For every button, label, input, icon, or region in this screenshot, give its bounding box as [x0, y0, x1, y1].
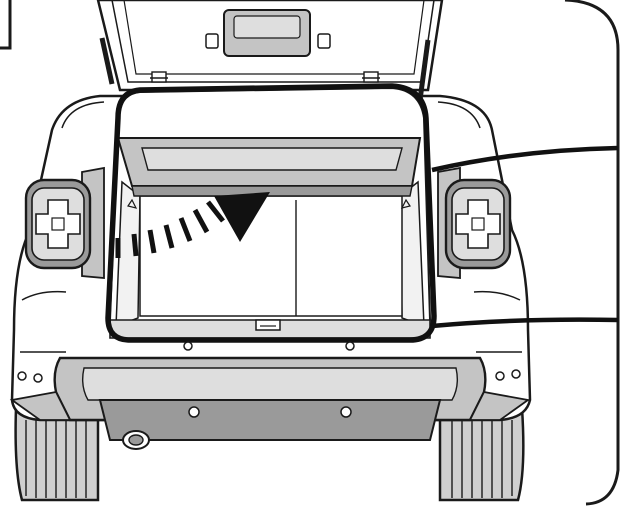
arrow-dashes	[115, 200, 225, 258]
tailgate-hinge-right	[362, 71, 380, 83]
parking-sensor-right	[340, 406, 352, 418]
body-screws	[17, 341, 521, 383]
rear-bumper	[9, 356, 531, 441]
left-rear-wheel	[14, 406, 100, 502]
callout-lines	[431, 145, 619, 329]
tailgate-strut-right	[417, 39, 431, 101]
tailgate	[96, 0, 444, 101]
body-contour-lines	[20, 101, 522, 353]
tailgate-clip-right	[317, 33, 331, 49]
right-tail-light	[437, 166, 512, 279]
trunk-latch	[255, 319, 281, 331]
tailgate-strut-left	[99, 37, 115, 85]
parking-sensor-left	[188, 406, 200, 418]
trunk-hooks	[127, 198, 411, 209]
trunk-floor	[139, 195, 403, 317]
parcel-shelf	[116, 137, 422, 197]
right-rear-wheel	[438, 406, 525, 502]
lift-direction-arrow	[115, 192, 270, 258]
left-tail-light	[24, 166, 105, 279]
callout-line-lower	[431, 317, 619, 329]
trunk-sill	[109, 319, 431, 339]
exhaust-pipe	[122, 430, 150, 450]
callout-line-upper	[431, 145, 619, 173]
tailgate-seal	[105, 83, 437, 343]
arrow-head	[214, 192, 270, 242]
tailgate-clip-left	[205, 33, 219, 49]
tailgate-hinge-left	[150, 71, 168, 83]
